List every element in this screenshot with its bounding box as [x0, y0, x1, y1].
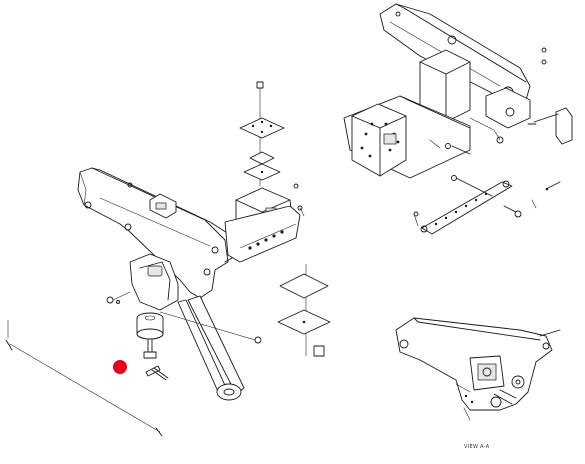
upper-right-assembly: [343, 3, 573, 179]
lower-mount-plates: [277, 263, 331, 357]
centerline-axis: [5, 319, 163, 437]
upper-mount-plates: [239, 81, 285, 187]
strap-holes: [434, 192, 488, 226]
detail-view-caption: VIEW A-A: [464, 444, 490, 450]
highlight-marker: [113, 360, 127, 374]
main-frame-arm: [77, 167, 305, 401]
adjusting-strap: [413, 175, 561, 235]
block-holes: [360, 122, 400, 158]
detail-view-a-a: [395, 317, 561, 421]
